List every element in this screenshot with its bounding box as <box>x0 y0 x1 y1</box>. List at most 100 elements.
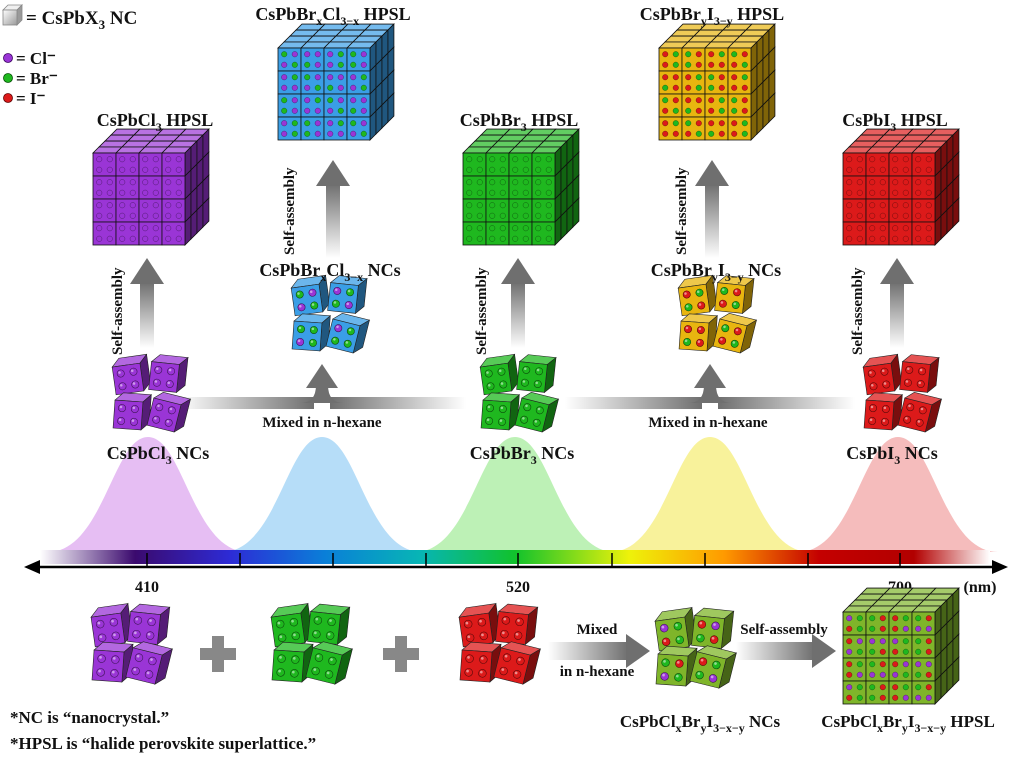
nanocrystal <box>862 353 902 396</box>
nanocrystal <box>91 641 134 683</box>
self-assembly-label-cl: Self-assembly <box>110 267 126 355</box>
nanocrystal <box>307 603 351 646</box>
nanocrystal <box>291 313 332 352</box>
nanocrystal <box>654 606 697 652</box>
cspbbrxcl3x-ncs-label: CsPbBrxCl3−x NCs <box>259 260 400 284</box>
cspbbrxcl3x-hpsl <box>277 23 395 141</box>
nanocrystal <box>495 603 539 646</box>
nanocrystal <box>458 602 501 648</box>
peak-br <box>415 437 615 552</box>
emission-peaks <box>48 437 998 552</box>
mixed-hexane-label-2: Mixed in n-hexane <box>648 415 768 431</box>
arrows <box>130 160 914 668</box>
axis-unit: (nm) <box>964 579 997 596</box>
nanocrystal <box>480 392 521 431</box>
cspbcl3-ncs-label: CsPbCl3 NCs <box>107 443 210 467</box>
nanocrystal <box>146 391 192 433</box>
nanocrystal <box>714 275 755 315</box>
self-assembly-label-br: Self-assembly <box>474 267 490 355</box>
legend-br-dot-icon <box>3 73 13 83</box>
mix-arrow-2 <box>565 364 855 409</box>
self-assembly-arrow-br <box>501 258 535 348</box>
self-assembly-arrow-cl <box>130 258 164 348</box>
axis-ticks <box>146 553 901 567</box>
nanocrystal <box>863 392 904 431</box>
self-assembly-arrow-bottom <box>736 634 836 668</box>
footnote-nc: *NC is “nanocrystal.” <box>10 708 169 727</box>
nanocrystal <box>127 603 171 646</box>
cspbbrxcl3x-hpsl-title: CsPbBrxCl3−x HPSL <box>255 4 410 28</box>
mixed-label-bottom: Mixed <box>577 622 618 638</box>
cspbi3-ncs <box>862 353 943 433</box>
legend: = CsPbX3 NC = Cl⁻ = Br⁻ = I⁻ <box>2 4 137 108</box>
mix-arrow-1 <box>178 364 466 409</box>
cspbcl3-hpsl <box>92 128 210 246</box>
wavelength-axis: 410 520 700 (nm) <box>24 550 1008 596</box>
plus-icon-1 <box>200 636 236 672</box>
nanocrystal <box>270 602 313 648</box>
legend-cl-label: = Cl⁻ <box>16 49 56 68</box>
legend-nc-label: = CsPbX3 NC <box>26 8 137 32</box>
nanocrystal <box>125 641 174 685</box>
cspbi3-hpsl <box>842 128 960 246</box>
mixed-hexane-label-1: Mixed in n-hexane <box>262 415 382 431</box>
axis-arrow-left-icon <box>24 560 40 574</box>
cspbbr3-hpsl <box>462 128 580 246</box>
bottom-cspbcl3-ncs <box>90 602 174 685</box>
mixed-ncs-label: CsPbClxBryI3−x−y NCs <box>620 712 781 735</box>
nanocrystal <box>514 391 560 433</box>
nanocrystal <box>90 602 133 648</box>
nanocrystal <box>327 275 368 315</box>
nanocrystal <box>691 607 735 650</box>
nanocrystals-and-superlattices <box>90 23 960 705</box>
cspbbrxcl3x-ncs <box>290 274 371 354</box>
axis-arrow-right-icon <box>992 560 1008 574</box>
nanocrystal <box>148 354 189 394</box>
nanocrystal <box>712 312 758 354</box>
mixed-arrow-bottom <box>548 634 650 668</box>
nanocrystal <box>516 354 557 394</box>
peak-brcl <box>222 437 422 552</box>
nanocrystal <box>290 274 330 317</box>
legend-cl-dot-icon <box>3 53 13 63</box>
cspbi3-hpsl-title: CsPbI3 HPSL <box>842 110 948 134</box>
footnote-hpsl: *HPSL is “halide perovskite superlattice… <box>10 734 316 753</box>
nanocrystal <box>305 641 354 685</box>
axis-tick-label-410: 410 <box>135 579 159 596</box>
cspbbr3-ncs <box>479 353 560 433</box>
nanocrystal <box>899 354 940 394</box>
spectrum-bar <box>40 550 990 564</box>
cspbi3-ncs-label: CsPbI3 NCs <box>846 443 938 467</box>
nanocrystal <box>677 274 717 317</box>
bottom-cspbi3-ncs <box>458 602 542 685</box>
self-assembly-label-bottom: Self-assembly <box>740 622 828 638</box>
plus-icon-2 <box>383 636 419 672</box>
nanocrystal <box>112 392 153 431</box>
peak-cl <box>48 437 248 552</box>
legend-i-dot-icon <box>3 93 13 103</box>
cspbbryi3y-hpsl-title: CsPbBryI3−y HPSL <box>640 4 784 28</box>
in-hexane-label-bottom: in n-hexane <box>560 664 635 680</box>
cspbbryi3y-ncs <box>677 274 758 354</box>
cspbcl3-ncs <box>111 353 192 433</box>
self-assembly-label-brcl: Self-assembly <box>282 167 298 255</box>
mixed-hpsl-label: CsPbClxBryI3−x−y HPSL <box>821 712 995 735</box>
nanocrystal <box>493 641 542 685</box>
nanocrystal <box>678 313 719 352</box>
legend-nc-cube-icon <box>2 4 23 26</box>
legend-i-label: = I⁻ <box>16 89 46 108</box>
axis-tick-label-520: 520 <box>506 579 530 596</box>
cspbcl3-hpsl-title: CsPbCl3 HPSL <box>97 110 214 134</box>
self-assembly-label-bri: Self-assembly <box>674 167 690 255</box>
self-assembly-arrow-i <box>880 258 914 348</box>
self-assembly-arrow-bri <box>695 160 729 258</box>
cspbbryi3y-ncs-label: CsPbBryI3−y NCs <box>651 260 781 284</box>
nanocrystal <box>325 312 371 354</box>
nanocrystal <box>111 353 151 396</box>
nanocrystal <box>897 391 943 433</box>
nanocrystal <box>689 645 738 689</box>
mixed-ncs <box>654 606 738 689</box>
cspbbr3-hpsl-title: CsPbBr3 HPSL <box>460 110 579 134</box>
peak-i <box>798 437 998 552</box>
